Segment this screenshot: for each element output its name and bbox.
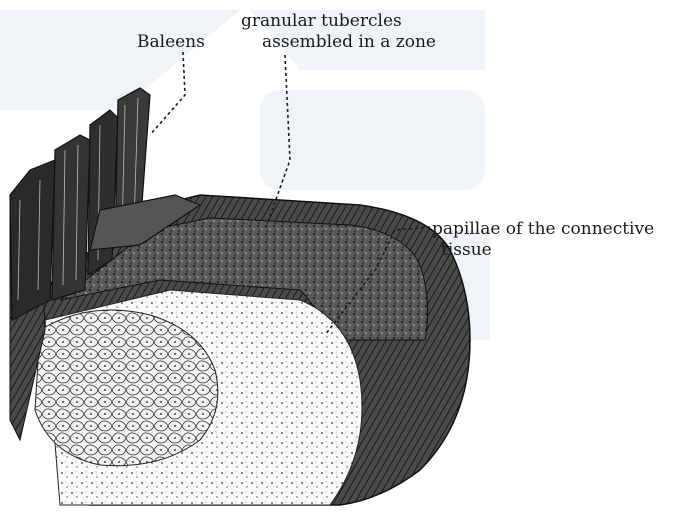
- label-tissue: tissue: [441, 241, 492, 260]
- label-assembled-zone: assembled in a zone: [262, 33, 436, 52]
- label-granular-tubercles: granular tubercles: [241, 12, 402, 31]
- label-baleens: Baleens: [137, 33, 205, 52]
- label-papillae: papillae of the connective: [432, 220, 654, 239]
